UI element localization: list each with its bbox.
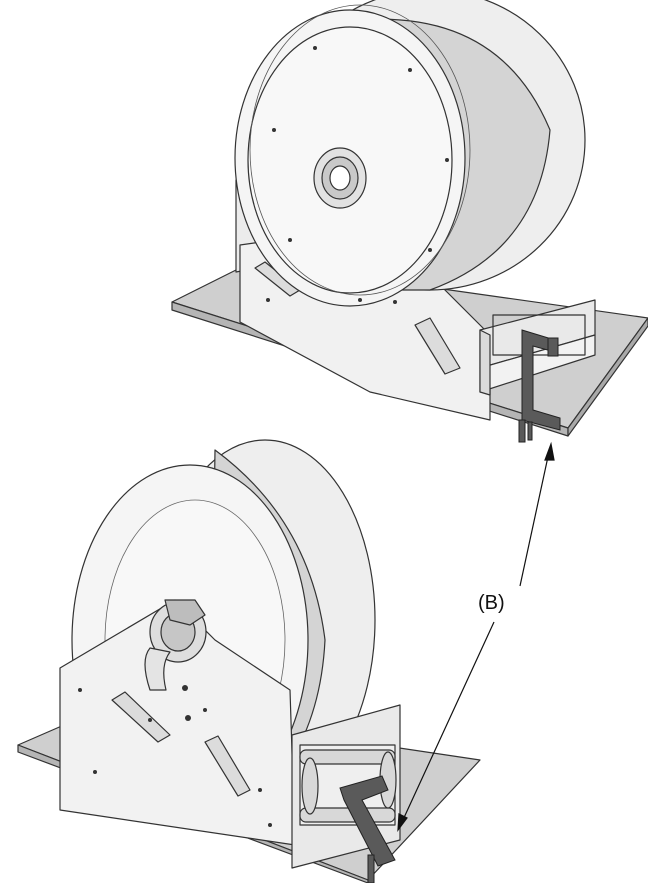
lower-c-clamp bbox=[339, 775, 396, 883]
callout-label-b: (B) bbox=[478, 592, 505, 614]
arrowhead-lower bbox=[397, 813, 408, 832]
leader-line-upper bbox=[519, 451, 550, 587]
lower-roller-guide bbox=[299, 749, 397, 823]
lower-swivel-fitting bbox=[144, 599, 207, 691]
upper-hose-reel bbox=[171, 0, 648, 437]
upper-c-clamp bbox=[518, 329, 561, 443]
lower-hose-reel bbox=[17, 439, 481, 883]
leader-line-lower bbox=[401, 621, 495, 823]
callout-leader-lines bbox=[397, 441, 555, 832]
arrowhead-upper bbox=[544, 441, 555, 461]
